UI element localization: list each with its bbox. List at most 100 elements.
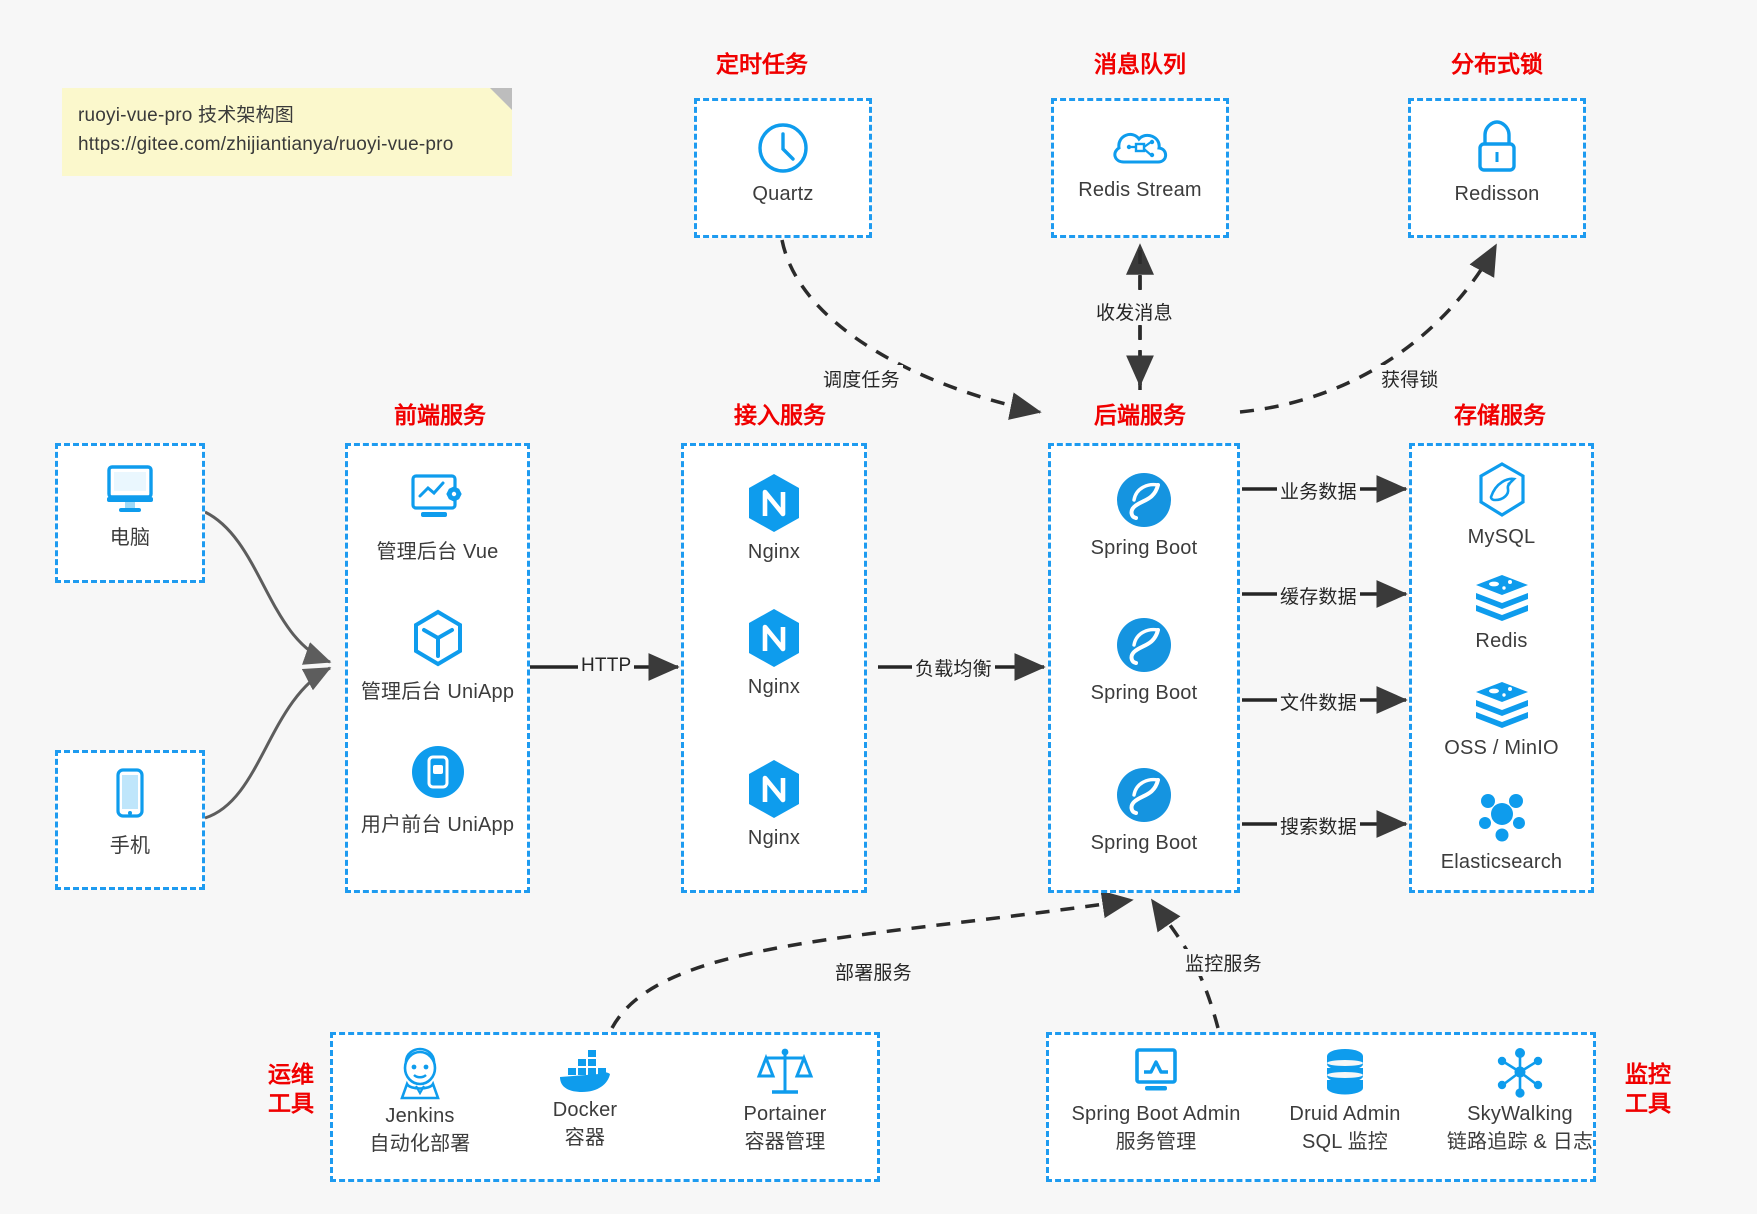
node-name: Docker (552, 1099, 618, 1121)
node-elasticsearch[interactable]: Elasticsearch (1409, 790, 1594, 874)
group-title-ops-line2: 工具 (268, 1089, 314, 1116)
cube-icon (408, 608, 468, 668)
group-client-phone (55, 750, 205, 890)
node-label: Elasticsearch (1440, 851, 1563, 873)
group-title-backend: 后端服务 (1094, 402, 1186, 428)
node-spring-boot-3[interactable]: Spring Boot (1048, 765, 1240, 855)
group-title-storage: 存储服务 (1454, 402, 1546, 428)
node-quartz[interactable]: Quartz (694, 120, 872, 206)
node-skywalking[interactable]: SkyWalking 链路追踪 & 日志 (1430, 1046, 1610, 1156)
node-name: Jenkins (385, 1105, 455, 1127)
elasticsearch-icon (1473, 790, 1531, 844)
group-title-frontend: 前端服务 (394, 402, 486, 428)
portainer-icon (756, 1046, 814, 1100)
node-docker[interactable]: Docker 容器 (505, 1046, 665, 1152)
group-title-message-queue: 消息队列 (1094, 51, 1186, 77)
edge-label-deploy-service: 部署服务 (832, 958, 915, 985)
note-line-2: https://gitee.com/zhijiantianya/ruoyi-vu… (78, 134, 454, 156)
node-desc: 容器管理 (744, 1131, 826, 1153)
desktop-icon (102, 462, 158, 514)
node-nginx-3[interactable]: Nginx (681, 758, 867, 850)
edge-label-monitor-service: 监控服务 (1182, 949, 1265, 976)
nginx-icon (745, 758, 803, 820)
node-spring-boot-admin[interactable]: Spring Boot Admin 服务管理 (1056, 1046, 1256, 1156)
node-redis[interactable]: Redis (1409, 573, 1594, 653)
group-title-monitor: 监控 工具 (1612, 1060, 1684, 1118)
node-desc: 服务管理 (1115, 1131, 1197, 1153)
node-druid-admin[interactable]: Druid Admin SQL 监控 (1265, 1046, 1425, 1156)
oss-minio-icon (1472, 680, 1532, 730)
group-title-scheduled-task: 定时任务 (716, 51, 808, 77)
title-sticky-note: ruoyi-vue-pro 技术架构图 https://gitee.com/zh… (62, 88, 512, 176)
nginx-icon (745, 472, 803, 534)
node-label: 手机 (109, 835, 151, 857)
monitor-chart-icon (1127, 1046, 1185, 1100)
phone-icon (109, 768, 151, 822)
node-desc: 自动化部署 (369, 1133, 471, 1155)
edge-label-acquire-lock: 获得锁 (1378, 365, 1442, 392)
edge-label-schedule-task: 调度任务 (820, 365, 903, 392)
group-title-monitor-line2: 工具 (1625, 1089, 1671, 1116)
node-label: Redisson (1454, 183, 1540, 205)
node-label: MySQL (1467, 526, 1536, 548)
node-desc: 容器 (564, 1127, 606, 1149)
group-title-ops-line1: 运维 (268, 1061, 314, 1087)
node-label: Nginx (747, 541, 801, 563)
group-scheduled-task (694, 98, 872, 238)
cloud-stream-icon (1108, 122, 1172, 172)
clock-icon (755, 120, 811, 176)
node-label: Spring Boot (1090, 537, 1198, 559)
node-nginx-1[interactable]: Nginx (681, 472, 867, 564)
node-admin-uniapp[interactable]: 管理后台 UniApp (345, 608, 530, 704)
edge-label-send-receive-message: 收发消息 (1093, 298, 1176, 325)
spring-boot-icon (1114, 470, 1174, 530)
spring-boot-icon (1114, 765, 1174, 825)
group-frontend (345, 443, 530, 893)
node-label: Nginx (747, 676, 801, 698)
edge-label-load-balance: 负载均衡 (912, 654, 995, 681)
spring-boot-icon (1114, 615, 1174, 675)
note-line-1: ruoyi-vue-pro 技术架构图 (78, 105, 295, 126)
node-name: SkyWalking (1467, 1103, 1573, 1125)
node-name: Portainer (743, 1103, 827, 1125)
node-mysql[interactable]: MySQL (1409, 461, 1594, 549)
node-nginx-2[interactable]: Nginx (681, 607, 867, 699)
skywalking-icon (1492, 1046, 1548, 1100)
node-spring-boot-2[interactable]: Spring Boot (1048, 615, 1240, 705)
group-title-distributed-lock: 分布式锁 (1451, 51, 1543, 77)
database-icon (1317, 1046, 1373, 1100)
node-portainer[interactable]: Portainer 容器管理 (705, 1046, 865, 1156)
node-label: 用户前台 UniApp (360, 814, 515, 836)
node-oss-minio[interactable]: OSS / MinIO (1409, 680, 1594, 760)
node-redis-stream[interactable]: Redis Stream (1051, 122, 1229, 202)
redis-icon (1472, 573, 1532, 623)
node-spring-boot-1[interactable]: Spring Boot (1048, 470, 1240, 560)
node-label: Spring Boot (1090, 682, 1198, 704)
node-label: OSS / MinIO (1444, 737, 1559, 759)
node-redisson[interactable]: Redisson (1408, 118, 1586, 206)
edge-label-search-data: 搜索数据 (1277, 812, 1360, 839)
node-label: Nginx (747, 827, 801, 849)
node-user-uniapp[interactable]: 用户前台 UniApp (345, 743, 530, 837)
node-admin-vue[interactable]: 管理后台 Vue (345, 472, 530, 564)
mysql-icon (1474, 461, 1530, 519)
group-message-queue (1051, 98, 1229, 238)
edge-label-file-data: 文件数据 (1277, 688, 1360, 715)
jenkins-icon (392, 1046, 448, 1102)
group-title-gateway: 接入服务 (734, 402, 826, 428)
node-label: Quartz (752, 183, 814, 205)
node-phone[interactable]: 手机 (55, 768, 205, 858)
note-fold-corner (490, 88, 512, 110)
node-name: Spring Boot Admin (1071, 1103, 1241, 1125)
group-title-monitor-line1: 监控 (1625, 1061, 1671, 1087)
node-desc: SQL 监控 (1301, 1131, 1389, 1153)
node-label: Spring Boot (1090, 832, 1198, 854)
node-jenkins[interactable]: Jenkins 自动化部署 (340, 1046, 500, 1158)
node-label: 管理后台 Vue (376, 541, 499, 563)
docker-icon (554, 1046, 616, 1096)
node-desc: 链路追踪 & 日志 (1446, 1131, 1594, 1153)
mobile-app-icon (409, 743, 467, 801)
node-desktop[interactable]: 电脑 (55, 462, 205, 550)
node-label: Redis (1475, 630, 1528, 652)
